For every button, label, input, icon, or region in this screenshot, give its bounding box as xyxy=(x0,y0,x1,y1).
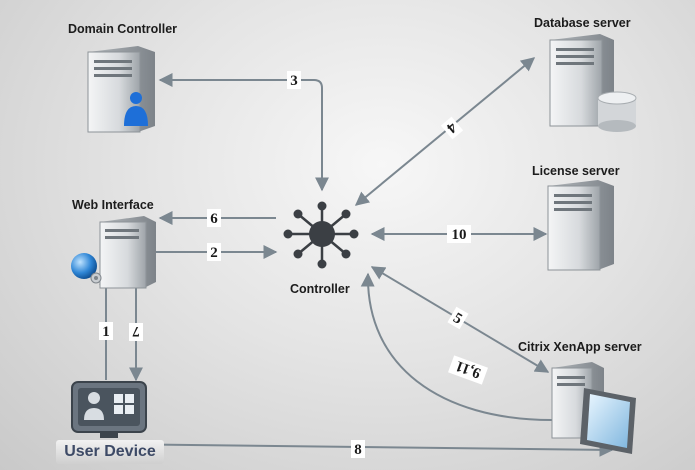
xenapp-server-label: Citrix XenApp server xyxy=(518,340,642,354)
link-9-11 xyxy=(360,272,553,421)
web-interface-server-icon xyxy=(99,216,156,289)
step-7: 7 xyxy=(129,323,143,341)
step-2: 2 xyxy=(207,243,221,261)
user-account-icon xyxy=(124,92,148,126)
license-server-icon xyxy=(547,180,614,271)
svg-text:3: 3 xyxy=(290,73,298,89)
svg-text:8: 8 xyxy=(354,442,362,458)
xenapp-server-icon xyxy=(551,362,604,439)
license-server-label: License server xyxy=(532,164,620,178)
controller-label: Controller xyxy=(290,282,350,296)
step-1: 1 xyxy=(99,322,113,340)
step-10: 10 xyxy=(447,225,471,243)
globe-icon xyxy=(71,253,102,284)
link-4 xyxy=(354,57,536,206)
step-6: 6 xyxy=(207,209,221,227)
step-8: 8 xyxy=(351,440,365,458)
user-device-label: User Device xyxy=(56,440,164,464)
controller-hub-icon xyxy=(283,201,359,269)
database-server-icon xyxy=(549,34,614,127)
svg-text:2: 2 xyxy=(210,245,218,261)
database-server-label: Database server xyxy=(534,16,631,30)
step-3: 3 xyxy=(287,71,301,89)
domain-controller-label: Domain Controller xyxy=(68,22,178,36)
link-3 xyxy=(158,73,329,192)
web-interface-label: Web Interface xyxy=(72,198,154,212)
svg-text:10: 10 xyxy=(452,227,467,243)
monitor-icon xyxy=(580,388,636,454)
step-5: 5 xyxy=(447,306,469,330)
user-device-icon xyxy=(71,381,147,438)
svg-text:1: 1 xyxy=(102,324,110,340)
database-cylinder-icon xyxy=(597,91,637,132)
step-4: 4 xyxy=(440,116,464,140)
svg-text:6: 6 xyxy=(210,211,218,227)
svg-text:7: 7 xyxy=(132,323,140,339)
step-9-11: 9,11 xyxy=(448,355,488,385)
svg-text:9,11: 9,11 xyxy=(454,357,483,381)
